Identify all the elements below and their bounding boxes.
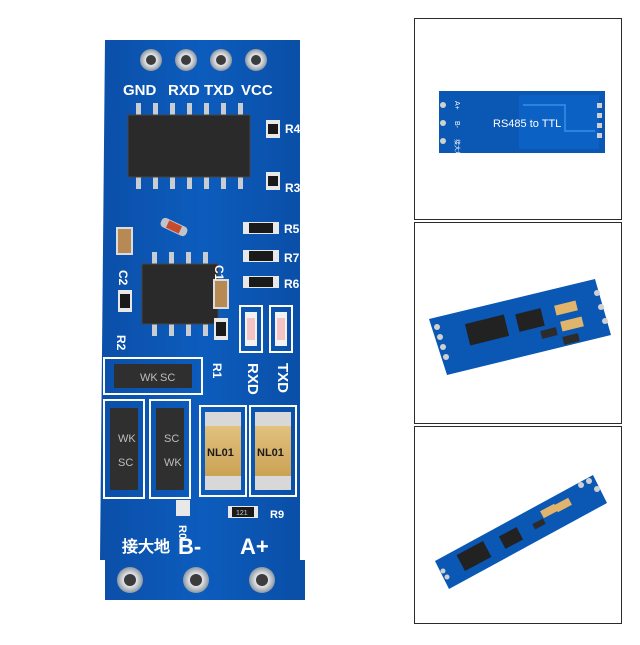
- resistor-121: 121: [228, 506, 258, 518]
- fuse-label: NL01: [207, 447, 234, 459]
- svg-text:B-: B-: [453, 121, 460, 129]
- svg-text:R2: R2: [114, 335, 128, 351]
- tvs-diode-horizontal: WK SC: [103, 357, 203, 395]
- ic-chip-top: [127, 103, 251, 189]
- capacitor-c1: C1: [212, 265, 229, 309]
- terminal-pads: [117, 567, 275, 593]
- svg-text:接大地: 接大地: [453, 139, 461, 157]
- tvs-diode-vertical-1: WK SC: [103, 399, 145, 499]
- thumbnail-back-side[interactable]: RS485 to TTL A+ B- 接大地: [414, 18, 622, 220]
- thumbnail-column: RS485 to TTL A+ B- 接大地: [414, 18, 622, 624]
- led-rxd: RXD: [239, 305, 263, 395]
- svg-text:WK: WK: [140, 372, 158, 384]
- led-label-txd: TXD: [274, 363, 291, 393]
- svg-text:WK: WK: [118, 433, 136, 445]
- fuse-label-2: NL01: [257, 447, 284, 459]
- thumbnail-angled-view[interactable]: [414, 222, 622, 424]
- resistor-r1: R1: [210, 318, 228, 379]
- b-minus-label: B-: [178, 534, 201, 559]
- svg-text:R0: R0: [176, 525, 188, 539]
- capacitor-c2: C2: [116, 227, 133, 286]
- fuse-2: NL01: [249, 405, 297, 497]
- header-pads: [140, 49, 267, 71]
- led-label-rxd: RXD: [244, 363, 261, 395]
- svg-text:R1: R1: [210, 363, 224, 379]
- resistor-r7: R7: [243, 250, 300, 265]
- svg-text:WK: WK: [164, 457, 182, 469]
- svg-text:SC: SC: [118, 457, 133, 469]
- svg-text:R5: R5: [284, 222, 300, 236]
- svg-text:A+: A+: [453, 101, 460, 110]
- main-product-image: GND RXD TXD VCC R4: [100, 40, 305, 600]
- pcb-board-illustration: GND RXD TXD VCC R4: [100, 40, 305, 600]
- svg-text:R4: R4: [285, 122, 301, 136]
- resistor-r3: R3: [266, 172, 301, 195]
- fuse-1: NL01: [199, 405, 247, 497]
- svg-text:SC: SC: [160, 372, 175, 384]
- svg-text:C1: C1: [212, 265, 226, 281]
- a-plus-label: A+: [240, 534, 269, 559]
- pin-label-rxd: RXD: [168, 82, 200, 99]
- diode: [160, 217, 188, 237]
- thumbnail-perspective-view[interactable]: [414, 426, 622, 624]
- resistor-r2: R2: [114, 290, 132, 351]
- led-txd: TXD: [269, 305, 293, 393]
- resistor-r5: R5: [243, 222, 300, 236]
- tvs-diode-vertical-2: SC WK: [149, 399, 191, 499]
- ic-chip-transceiver: [141, 252, 219, 336]
- svg-text:SC: SC: [164, 433, 179, 445]
- resistor-r4: R4: [266, 120, 301, 138]
- svg-text:R7: R7: [284, 251, 300, 265]
- resistor-r9: R9: [270, 509, 284, 521]
- resistor-r0: R0: [176, 500, 190, 539]
- pin-label-vcc: VCC: [241, 82, 273, 99]
- svg-text:R3: R3: [285, 181, 301, 195]
- pin-label-gnd: GND: [123, 82, 157, 99]
- ground-label: 接大地: [122, 537, 170, 556]
- svg-text:R9: R9: [270, 509, 284, 521]
- svg-text:C2: C2: [116, 270, 130, 286]
- resistor-r6: R6: [243, 276, 300, 291]
- svg-text:121: 121: [236, 510, 248, 517]
- thumb1-caption: RS485 to TTL: [493, 118, 561, 130]
- pin-label-txd: TXD: [204, 82, 234, 99]
- svg-text:R6: R6: [284, 277, 300, 291]
